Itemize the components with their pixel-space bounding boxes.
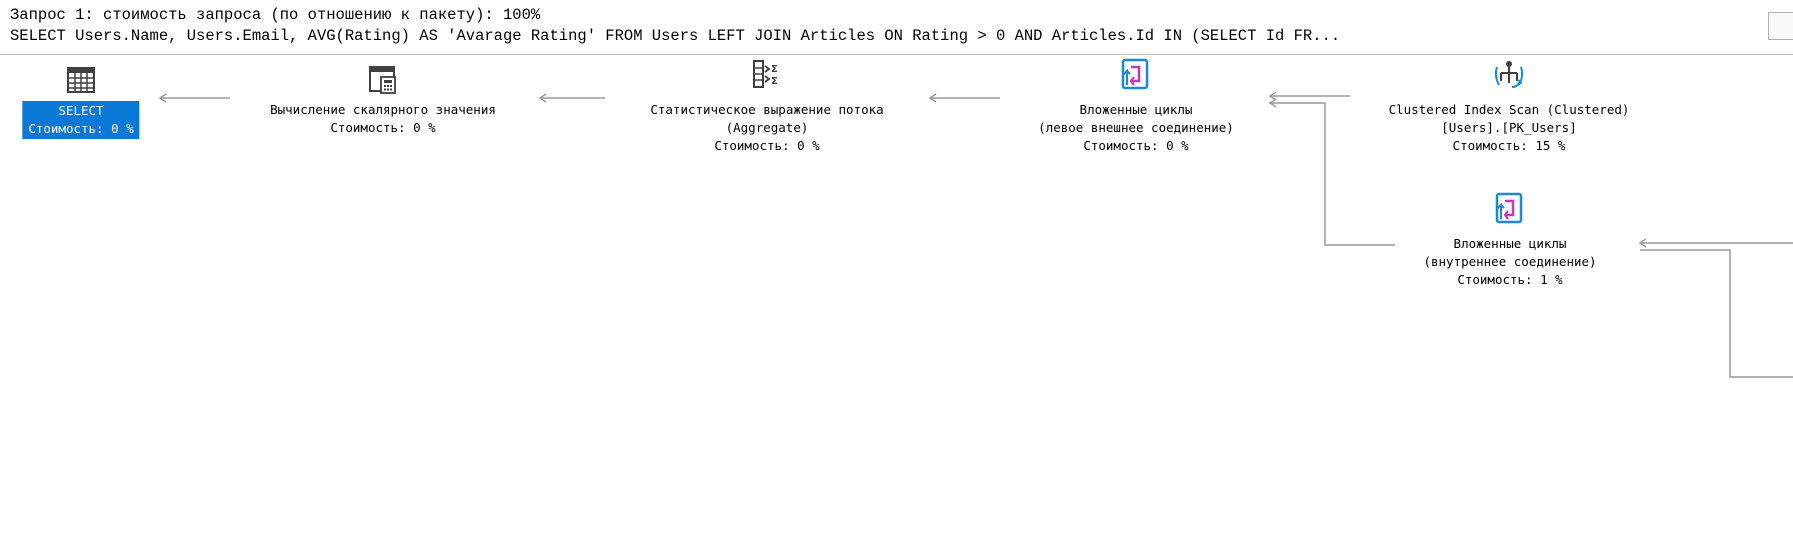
node-object-name: [Users].[PK_Users] bbox=[1441, 120, 1577, 135]
clustered-index-scan-icon bbox=[1494, 61, 1524, 88]
node-operator-name: SELECT bbox=[58, 103, 104, 118]
node-operator-name: Вложенные циклы bbox=[1079, 102, 1193, 117]
link-aggregate-to-compute-arrow bbox=[538, 93, 547, 103]
link-inner-to-outer bbox=[1270, 102, 1395, 246]
node-cost: Стоимость: 0 % bbox=[330, 120, 436, 135]
node-operator-name: Статистическое выражение потока bbox=[650, 102, 884, 117]
svg-text:Σ: Σ bbox=[771, 64, 778, 75]
node-cost: Стоимость: 0 % bbox=[714, 138, 820, 153]
node-operator-name: Вложенные циклы bbox=[1453, 236, 1567, 251]
execution-plan-canvas[interactable]: SELECT Стоимость: 0 % Вычисление скалярн… bbox=[0, 55, 1793, 543]
plan-node-label: SELECT Стоимость: 0 % bbox=[22, 101, 140, 139]
node-operator-name: Вычисление скалярного значения bbox=[270, 102, 496, 117]
scroll-corner-button[interactable] bbox=[1768, 12, 1793, 40]
nested-loops-icon bbox=[1121, 58, 1149, 90]
node-cost: Стоимость: 0 % bbox=[1083, 138, 1189, 153]
query-cost-title: Запрос 1: стоимость запроса (по отношени… bbox=[10, 6, 541, 24]
node-cost: Стоимость: 15 % bbox=[1452, 138, 1566, 153]
node-cost: Стоимость: 0 % bbox=[28, 121, 134, 136]
nested-loops-icon bbox=[1495, 192, 1523, 224]
node-cost: Стоимость: 1 % bbox=[1457, 272, 1563, 287]
node-operator-name: Clustered Index Scan (Clustered) bbox=[1388, 102, 1630, 117]
node-operator-detail: (левое внешнее соединение) bbox=[1038, 120, 1234, 135]
link-inner-to-outer-arrow bbox=[1268, 98, 1277, 108]
link-offscreen-lower bbox=[1640, 249, 1793, 378]
link-scan-to-loops-arrow bbox=[1268, 91, 1277, 101]
stream-aggregate-icon: Σ Σ bbox=[753, 60, 778, 88]
link-offscreen-to-inner-arrow bbox=[1638, 238, 1647, 248]
select-icon bbox=[67, 67, 95, 93]
link-loops-to-aggregate-arrow bbox=[928, 93, 937, 103]
svg-text:Σ: Σ bbox=[771, 76, 778, 87]
node-operator-detail: (внутреннее соединение) bbox=[1423, 254, 1597, 269]
node-operator-detail: (Aggregate) bbox=[725, 120, 809, 135]
query-header: Запрос 1: стоимость запроса (по отношени… bbox=[0, 0, 1793, 55]
plan-node-label: Вложенные циклы (левое внешнее соединени… bbox=[1038, 101, 1234, 155]
plan-node-label: Clustered Index Scan (Clustered) [Users]… bbox=[1389, 101, 1630, 155]
plan-node-label: Вычисление скалярного значения Стоимость… bbox=[270, 101, 496, 137]
compute-scalar-icon bbox=[369, 66, 396, 94]
plan-node-label: Вложенные циклы (внутреннее соединение) … bbox=[1423, 235, 1596, 289]
plan-node-label: Статистическое выражение потока (Aggrega… bbox=[650, 101, 883, 155]
plan-links bbox=[158, 91, 1793, 378]
query-sql-text: SELECT Users.Name, Users.Email, AVG(Rati… bbox=[10, 27, 1341, 45]
link-compute-to-select-arrow bbox=[158, 93, 167, 103]
